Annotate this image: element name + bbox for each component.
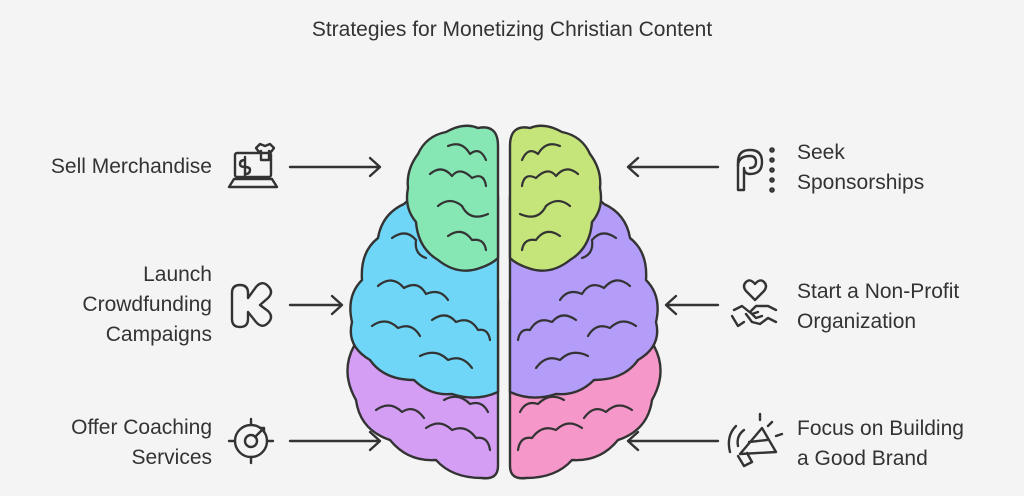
label-sell-merchandise: Sell Merchandise [50, 155, 212, 178]
lobe-lime [508, 124, 603, 272]
arrow-sell-merchandise [288, 156, 382, 178]
right-hemisphere [508, 124, 662, 480]
patreon-icon [736, 147, 775, 193]
arrow-offer-coaching [288, 430, 382, 452]
left-hemisphere [346, 124, 500, 480]
arrow-launch-crowdfunding [288, 294, 344, 316]
target-icon [227, 417, 275, 465]
label-seek-sponsorships: Seek Sponsorships [797, 141, 925, 194]
arrow-focus-brand [626, 430, 720, 452]
diagram-title: Strategies for Monetizing Christian Cont… [311, 18, 713, 41]
label-start-non-profit: Start a Non-Profit Organization [797, 280, 960, 333]
arrow-start-non-profit [664, 294, 720, 316]
label-offer-coaching: Offer Coaching Services [71, 416, 212, 469]
lobe-green [405, 124, 500, 272]
label-focus-brand: Focus on Building a Good Brand [797, 417, 964, 470]
kickstarter-icon [230, 282, 273, 329]
laptop-shirt-icon [227, 142, 279, 189]
arrow-seek-sponsorships [626, 156, 720, 178]
heart-handshake-icon [730, 279, 778, 328]
label-launch-crowdfunding: Launch Crowdfunding Campaigns [82, 263, 212, 346]
megaphone-icon [727, 412, 784, 468]
